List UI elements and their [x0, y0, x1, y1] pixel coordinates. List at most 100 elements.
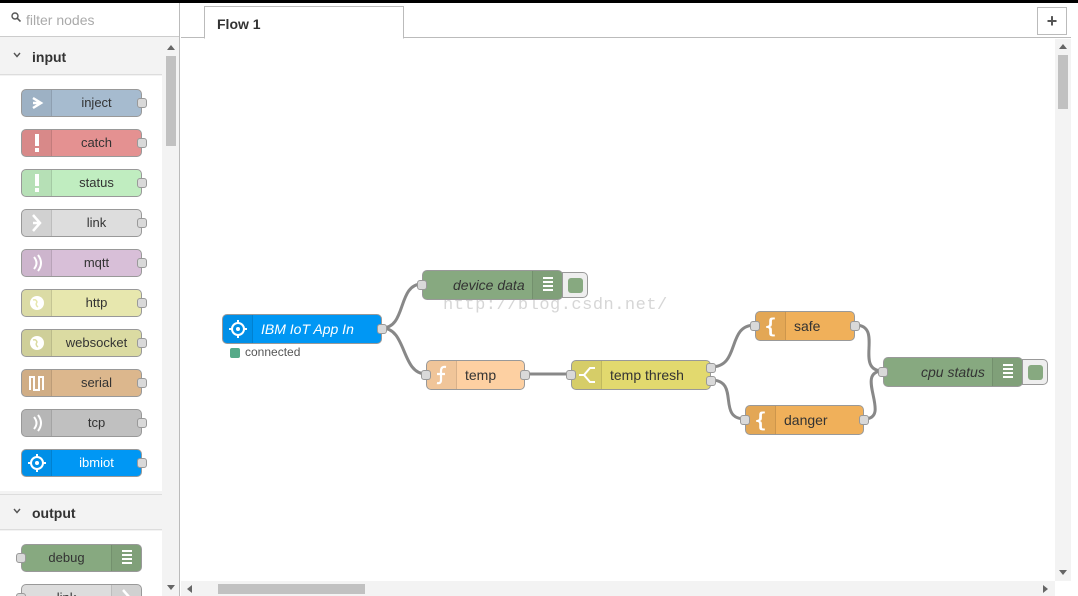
flow-node-ibm-iot-app-in[interactable]: IBM IoT App In — [222, 314, 387, 344]
flow-node-temp-thresh[interactable]: temp thresh — [566, 360, 716, 390]
globe-icon — [22, 290, 52, 316]
palette-node-inject[interactable]: inject — [21, 89, 147, 117]
node-label: ibmiot — [79, 455, 114, 470]
node-label: catch — [80, 135, 113, 150]
bridge-icon — [22, 250, 52, 276]
node-label: temp thresh — [610, 367, 684, 383]
ibm-iot-icon — [223, 315, 253, 343]
bridge-icon — [22, 410, 52, 436]
watermark-text: http://blog.csdn.net/ — [443, 296, 668, 315]
scroll-up-arrow-icon[interactable] — [1059, 43, 1067, 49]
node-label: websocket — [65, 335, 128, 350]
input-port[interactable] — [566, 370, 576, 380]
node-label: safe — [794, 318, 821, 334]
palette-node-status[interactable]: status — [21, 169, 147, 197]
output-port[interactable] — [850, 321, 860, 331]
scrollbar-thumb[interactable] — [166, 56, 176, 146]
wire — [381, 326, 427, 376]
template-icon: { — [746, 406, 776, 434]
palette-node-serial[interactable]: serial — [21, 369, 147, 397]
flow-node-cpu-status[interactable]: cpu status — [878, 357, 1023, 387]
output-port[interactable] — [137, 378, 147, 388]
filter-bar — [0, 3, 179, 37]
serial-icon — [22, 370, 52, 396]
palette-node-mqtt[interactable]: mqtt — [21, 249, 147, 277]
output-port[interactable] — [137, 338, 147, 348]
alert-icon — [22, 130, 52, 156]
debug-toggle-button[interactable] — [1022, 359, 1048, 385]
node-label: tcp — [87, 415, 106, 430]
flow-node-device-data[interactable]: device data — [417, 270, 563, 300]
tab-flow-1[interactable]: Flow 1 — [204, 6, 404, 39]
output-port[interactable] — [137, 418, 147, 428]
node-label: link — [86, 215, 107, 230]
output-port[interactable] — [377, 324, 387, 334]
scrollbar-thumb[interactable] — [1058, 55, 1068, 109]
node-label: temp — [465, 367, 497, 383]
output-port[interactable] — [137, 298, 147, 308]
input-port[interactable] — [878, 367, 888, 377]
palette-node-ibmiot[interactable]: ibmiot — [21, 449, 147, 477]
node-label: mqtt — [83, 255, 110, 270]
output-port[interactable] — [520, 370, 530, 380]
category-header-input[interactable]: input — [0, 39, 162, 75]
add-tab-button[interactable]: + — [1037, 7, 1067, 35]
input-port[interactable] — [750, 321, 760, 331]
node-label: http — [85, 295, 108, 310]
category-header-output[interactable]: output — [0, 494, 162, 530]
scroll-down-arrow-icon[interactable] — [167, 585, 175, 591]
palette-scrollbar[interactable] — [163, 40, 179, 596]
output-port[interactable] — [706, 363, 716, 373]
output-port[interactable] — [859, 415, 869, 425]
input-port[interactable] — [421, 370, 431, 380]
flow-node-safe[interactable]: { safe — [750, 311, 860, 341]
output-port[interactable] — [137, 178, 147, 188]
wire — [381, 282, 423, 330]
node-label: debug — [48, 550, 85, 565]
output-port[interactable] — [137, 258, 147, 268]
plus-icon: + — [1046, 11, 1058, 31]
palette-node-websocket[interactable]: websocket — [21, 329, 147, 357]
output-port[interactable] — [137, 98, 147, 108]
palette-node-catch[interactable]: catch — [21, 129, 147, 157]
palette-node-debug[interactable]: debug — [16, 544, 142, 572]
palette-node-link[interactable]: link — [21, 209, 147, 237]
scroll-down-arrow-icon[interactable] — [1059, 570, 1067, 576]
node-label: status — [79, 175, 114, 190]
canvas-vertical-scrollbar[interactable] — [1055, 39, 1071, 581]
output-port[interactable] — [706, 376, 716, 386]
input-port[interactable] — [16, 553, 26, 563]
scrollbar-thumb[interactable] — [218, 584, 365, 594]
output-port[interactable] — [137, 138, 147, 148]
debug-toggle-button[interactable] — [562, 272, 588, 298]
debug-icon — [111, 545, 141, 571]
wires-layer — [381, 282, 884, 421]
input-port[interactable] — [417, 280, 427, 290]
scroll-right-arrow-icon[interactable] — [1043, 585, 1049, 593]
node-label: inject — [81, 95, 112, 110]
flow-node-danger[interactable]: { danger — [740, 405, 869, 435]
function-icon — [427, 361, 457, 389]
workspace: Flow 1 + http://blog.csdn.net/ IBM — [181, 3, 1078, 596]
scroll-up-arrow-icon[interactable] — [167, 44, 175, 50]
canvas-horizontal-scrollbar[interactable] — [181, 581, 1055, 596]
input-port[interactable] — [740, 415, 750, 425]
flow-canvas[interactable]: http://blog.csdn.net/ IBM IoT App In con… — [181, 39, 1055, 581]
palette-node-http[interactable]: http — [21, 289, 147, 317]
flow-node-temp[interactable]: temp — [421, 360, 530, 390]
input-port[interactable] — [16, 593, 26, 596]
filter-nodes-input[interactable] — [26, 10, 174, 30]
search-icon — [11, 12, 21, 22]
status-indicator — [230, 348, 240, 358]
scroll-left-arrow-icon[interactable] — [186, 585, 192, 593]
palette-node-tcp[interactable]: tcp — [21, 409, 147, 437]
node-label: link — [22, 590, 111, 596]
category-label: input — [32, 49, 67, 65]
node-label: IBM IoT App In — [261, 321, 354, 337]
palette-node-link-out[interactable]: link — [16, 584, 142, 596]
output-port[interactable] — [137, 458, 147, 468]
category-body-output: debug link — [0, 531, 162, 596]
top-border — [0, 0, 1078, 3]
wire — [710, 323, 756, 369]
output-port[interactable] — [137, 218, 147, 228]
